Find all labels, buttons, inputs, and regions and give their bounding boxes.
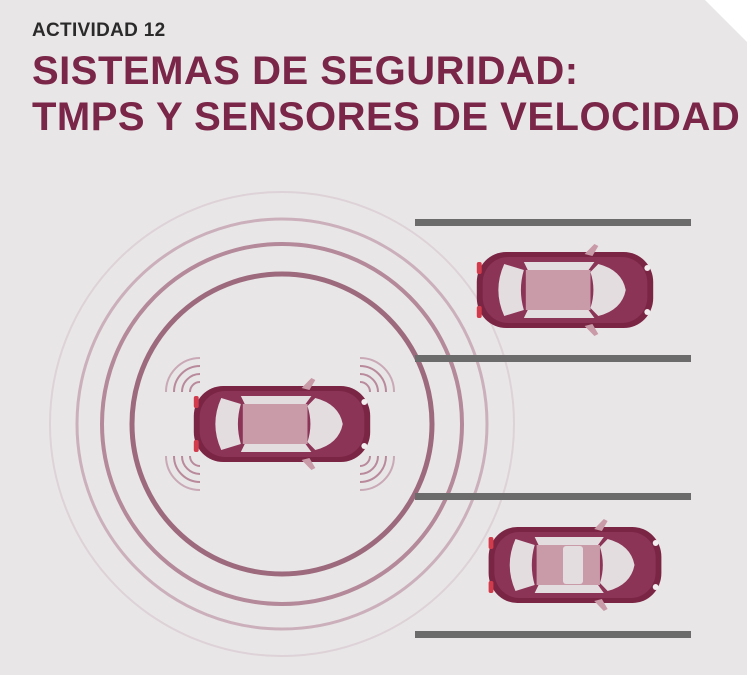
activity-label: ACTIVIDAD 12 [32,20,166,41]
ring-outer-4 [49,191,515,657]
signal-rings [49,191,515,657]
parked-car-top-icon [476,244,654,336]
lane-line-4 [415,631,691,638]
ring-outer-3 [75,217,489,631]
lane-line-3 [415,493,691,500]
lane-line-2 [415,355,691,362]
page-corner-fold [705,0,747,42]
header: ACTIVIDAD 12 SISTEMAS DE SEGURIDAD: TMPS… [32,20,741,140]
sunroof [563,546,583,584]
main-car-icon [193,378,371,470]
title-line-1: SISTEMAS DE SEGURIDAD: [32,49,579,93]
sensor-wave-front-bottom [359,455,395,491]
sensor-wave-front-top [359,357,395,393]
parking-lane-lines [415,219,691,638]
sensor-wave-rear-bottom [165,455,201,491]
ring-outer-2 [100,242,464,606]
sensor-wave-rear-top [165,357,201,393]
page-title: SISTEMAS DE SEGURIDAD: TMPS Y SENSORES D… [32,48,741,140]
title-line-2: TMPS Y SENSORES DE VELOCIDAD [32,95,741,139]
ring-inner [129,271,435,577]
lane-line-1 [415,219,691,226]
